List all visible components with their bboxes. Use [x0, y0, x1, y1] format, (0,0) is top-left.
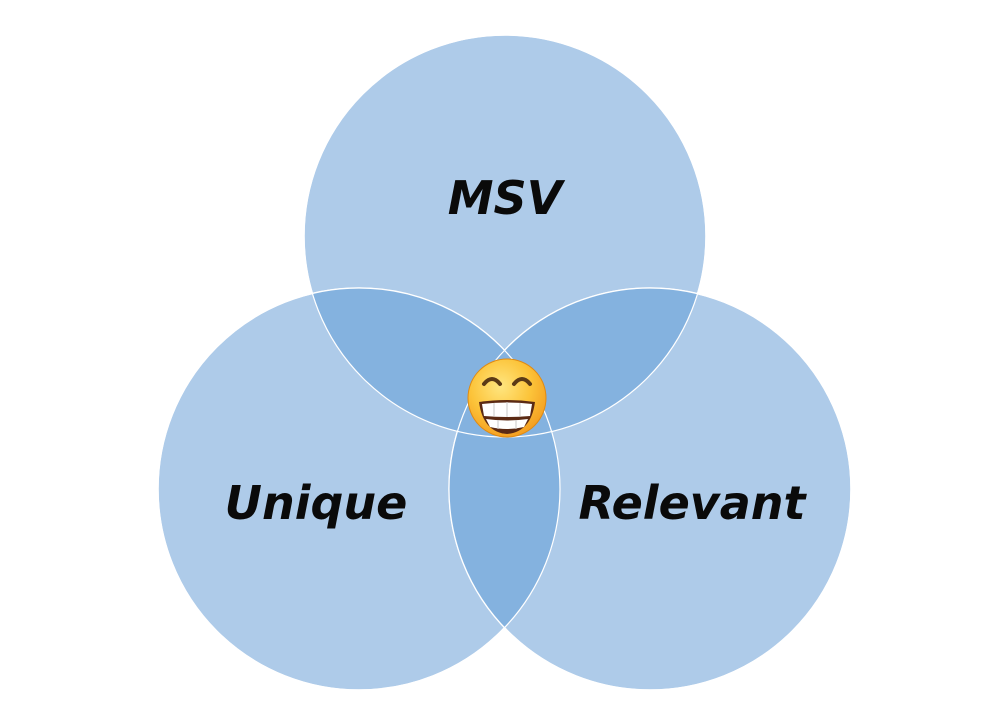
grinning-face-icon	[467, 358, 547, 438]
overlap-msv-relevant	[449, 288, 706, 437]
overlap-msv-unique	[304, 288, 560, 437]
outline-unique	[157, 287, 561, 691]
label-relevant: Relevant	[578, 476, 807, 530]
label-unique: Unique	[225, 476, 408, 530]
outline-relevant	[448, 287, 852, 691]
label-msv: MSV	[448, 171, 566, 225]
